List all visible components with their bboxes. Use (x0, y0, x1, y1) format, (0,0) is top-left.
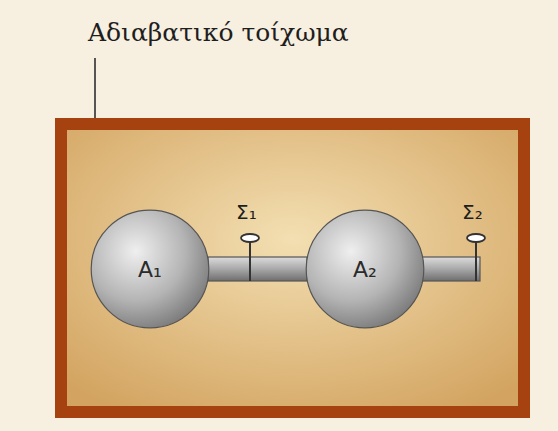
adiabatic-wall (61, 124, 524, 412)
vessel-label: A₂ (353, 257, 377, 282)
wall-label: Αδιαβατικό τοίχωμα (88, 18, 349, 47)
outlet-tube (418, 257, 480, 281)
vessel-label: A₁ (138, 257, 162, 282)
sphere-vessel: A₁ (90, 209, 210, 329)
valve-symbol (241, 234, 259, 281)
leader-line (94, 58, 96, 118)
valve-symbol (467, 234, 485, 281)
valve-label: Σ₁ (236, 200, 257, 224)
connecting-tube (208, 257, 307, 281)
sphere-vessel: A₂ (305, 209, 425, 329)
valve-label: Σ₂ (462, 200, 483, 224)
